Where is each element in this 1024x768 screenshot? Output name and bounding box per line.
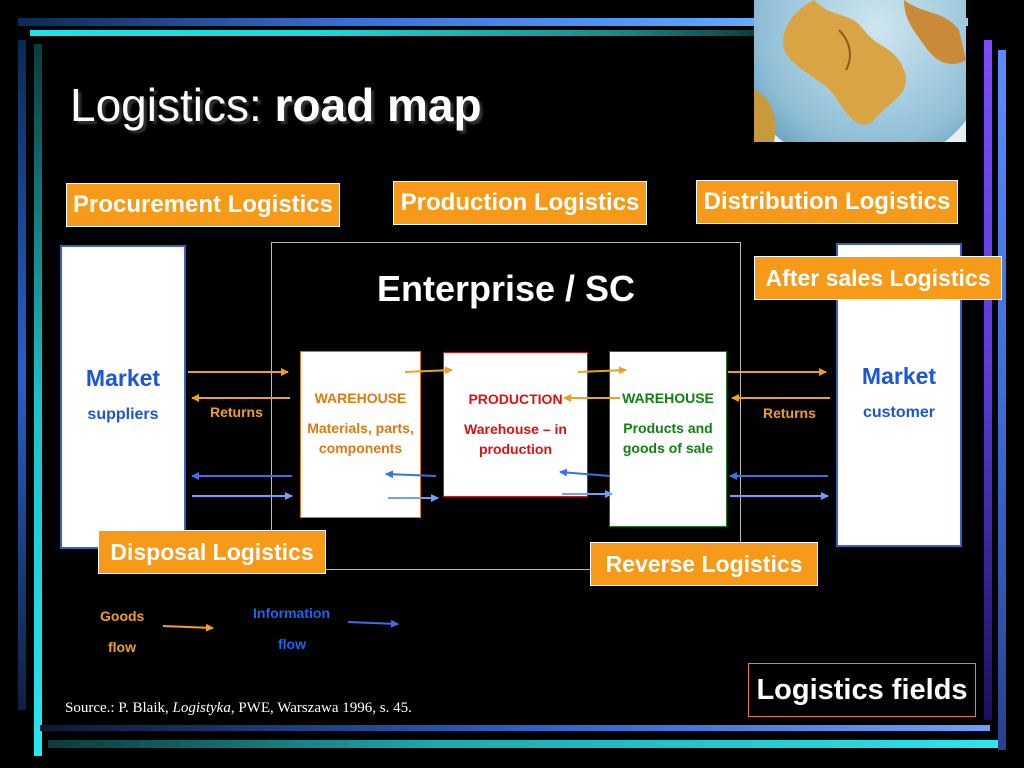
logistics-fields-label: Logistics fields (748, 663, 976, 717)
reverse-logistics-tag: Reverse Logistics (590, 542, 818, 586)
decor-bar-left (18, 40, 26, 710)
source-prefix: Source.: P. Blaik, (65, 700, 173, 716)
warehouse-products-title: WAREHOUSE (622, 390, 714, 406)
after-sales-logistics-tag: After sales Logistics (754, 256, 1002, 300)
legend-goods-arrow (162, 623, 214, 632)
procurement-logistics-tag: Procurement Logistics (66, 183, 340, 227)
decor-bar-bottom (48, 740, 1000, 748)
returns-left-label: Returns (210, 404, 263, 420)
market-suppliers-title: Market (85, 365, 161, 391)
warehouse-products-box: WAREHOUSE Products and goods of sale (609, 351, 727, 527)
globe-image (754, 0, 966, 142)
warehouse-materials-title: WAREHOUSE (314, 390, 407, 406)
market-customer-sub: customer (862, 404, 936, 421)
legend-goods-line1: Goods (100, 608, 145, 624)
legend-info-line1: Information (253, 605, 330, 621)
goods-arrow-production-to-warehouse (577, 366, 627, 375)
decor-bar-right (984, 40, 992, 720)
warehouse-materials-box: WAREHOUSE Materials, parts, components (300, 351, 421, 518)
legend-goods-line2: flow (108, 639, 136, 655)
goods-arrow-warehouse-to-production (404, 366, 453, 375)
source-citation: Source.: P. Blaik, Logistyka, PWE, Warsz… (65, 700, 412, 717)
production-box: PRODUCTION Warehouse – in production (443, 352, 588, 497)
legend-info-line2: flow (278, 636, 306, 652)
source-suffix: , PWE, Warszawa 1996, s. 45. (230, 700, 412, 716)
production-logistics-tag: Production Logistics (393, 181, 647, 225)
decor-bar-top-2 (30, 30, 760, 36)
info-arrow-to-production (559, 468, 611, 477)
source-italic: Logistyka (172, 700, 231, 716)
disposal-logistics-tag: Disposal Logistics (98, 530, 326, 574)
market-suppliers-sub: suppliers (87, 406, 159, 423)
warehouse-materials-sub: Materials, parts, components (307, 420, 414, 456)
production-title: PRODUCTION (468, 391, 563, 407)
distribution-logistics-tag: Distribution Logistics (696, 180, 958, 224)
page-title: Logistics: road map (70, 78, 482, 132)
decor-bar-left-2 (34, 44, 42, 756)
title-prefix: Logistics: (70, 79, 275, 131)
info-arrow-to-warehouse (385, 470, 437, 479)
decor-bar-top (18, 18, 968, 26)
decor-bar-bottom-2 (40, 725, 990, 731)
market-customer-title: Market (861, 363, 937, 389)
title-bold: road map (274, 79, 482, 131)
legend-info-arrow (347, 619, 399, 628)
production-sub: Warehouse – in production (464, 421, 567, 457)
warehouse-products-sub: Products and goods of sale (622, 420, 714, 456)
decor-bar-right-2 (998, 50, 1006, 750)
enterprise-title: Enterprise / SC (376, 268, 636, 309)
market-suppliers-box: Market suppliers (60, 245, 186, 549)
returns-right-label: Returns (763, 405, 816, 421)
enterprise-frame (271, 242, 741, 570)
